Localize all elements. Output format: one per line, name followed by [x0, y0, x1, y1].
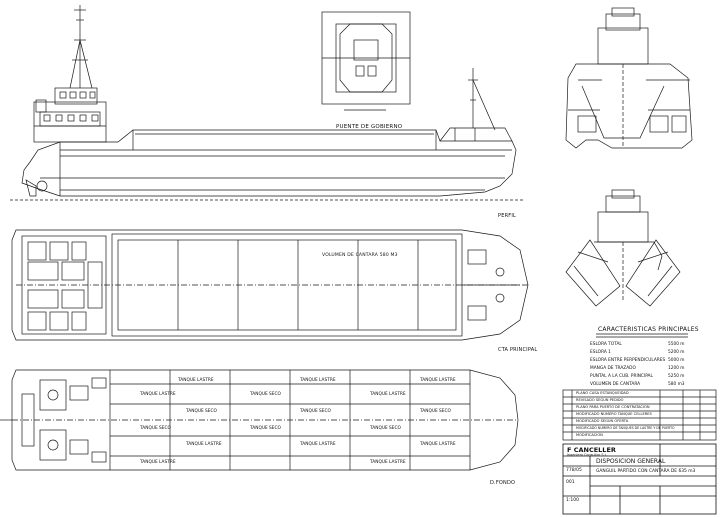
section-view-open: [565, 189, 681, 307]
tank-lastre-3b: TANQUE LASTRE: [420, 442, 456, 447]
drawing-subtitle: GANGUIL PARTIDO CON CANTARA DE 635 m3: [596, 469, 696, 474]
tank-seco-3b: TANQUE SECO: [370, 426, 401, 431]
char-row-label: ESLORA 1: [590, 350, 611, 355]
tank-seco-2a: TANQUE SECO: [250, 392, 281, 397]
hopper-volume-label: VOLUMEN DE CANTARA 580 M3: [322, 253, 398, 258]
char-row-label: VOLUMEN DE CANTARA: [590, 382, 641, 387]
main-deck-view-label: CTA PRINCIPAL: [498, 347, 538, 353]
tank-lastre-2a: TANQUE LASTRE: [300, 378, 336, 383]
section-view-closed: [565, 7, 693, 149]
char-row-value: 580 m3: [668, 382, 685, 387]
tank-lastre-2b: TANQUE LASTRE: [300, 442, 336, 447]
drawing-scale: 1:100: [566, 498, 579, 503]
tank-lastre-3a: TANQUE LASTRE: [420, 378, 456, 383]
char-row-value: 5500 m: [668, 342, 685, 347]
char-row-value: 1200 m: [668, 366, 685, 371]
char-row-label: ESLORA ENTRE PERPENDICULARES: [590, 358, 666, 363]
char-row-value: 5250 m: [668, 374, 685, 379]
tank-lastre-1a: TANQUE LASTRE: [178, 378, 214, 383]
project-number: 778/05: [566, 468, 582, 473]
company-name: F CANCELLER: [567, 446, 616, 454]
bridge-plan-view: [321, 11, 411, 111]
bottom-view-label: D.FONDO: [490, 480, 516, 486]
char-row-label: MANGA DE TRAZADO: [590, 366, 636, 371]
revision-row: MODIFICACION: [576, 433, 603, 437]
tank-seco-1a: TANQUE SECO: [186, 409, 217, 414]
tank-seco-2b: TANQUE SECO: [250, 426, 281, 431]
tank-lastre-5a: TANQUE LASTRE: [370, 392, 406, 397]
char-row-label: PUNTAL A LA CUB. PRINCIPAL: [590, 374, 653, 379]
tank-lastre-5b: TANQUE LASTRE: [370, 460, 406, 465]
profile-view: [10, 5, 525, 201]
revision-row: MODIFICADO SEGUN OFERTA: [576, 419, 629, 423]
drawing-title: DISPOSICION GENERAL: [596, 458, 666, 465]
tank-seco-3a: TANQUE SECO: [300, 409, 331, 414]
tank-seco-4a: TANQUE SECO: [420, 409, 451, 414]
char-row-value: 5200 m: [668, 350, 685, 355]
revision-row: REVISADO SEGUN PEDIDO: [576, 398, 624, 402]
profile-view-label: PERFIL: [498, 213, 516, 219]
plan-number: 001: [566, 480, 575, 485]
revision-row: PLANO PARA PUERTO DE CONTRATACION: [576, 405, 650, 409]
tank-lastre-4a: TANQUE LASTRE: [140, 392, 176, 397]
char-row-label: ESLORA TOTAL: [590, 342, 622, 347]
revision-row: PLANO CASA ESTANQUEIDAD: [576, 391, 629, 395]
revision-row: MODIFICADO NUMERO DE TANQUES DE LASTRE Y…: [576, 426, 675, 430]
bridge-view-label: PUENTE DE GOBIERNO: [336, 124, 403, 130]
tank-lastre-1b: TANQUE LASTRE: [186, 442, 222, 447]
revision-row: MODIFICADO NUMERO TANQUE CELLERES: [576, 412, 652, 416]
main-deck-view: [11, 229, 529, 341]
double-bottom-view: [0, 369, 519, 471]
tank-lastre-4b: TANQUE LASTRE: [140, 460, 176, 465]
tank-seco-1b: TANQUE SECO: [140, 426, 171, 431]
characteristics-title: CARACTERISTICAS PRINCIPALES: [598, 326, 699, 333]
company-subtitle: Ingeniero Consultor S.L.: [567, 453, 608, 457]
char-row-value: 5000 m: [668, 358, 685, 363]
